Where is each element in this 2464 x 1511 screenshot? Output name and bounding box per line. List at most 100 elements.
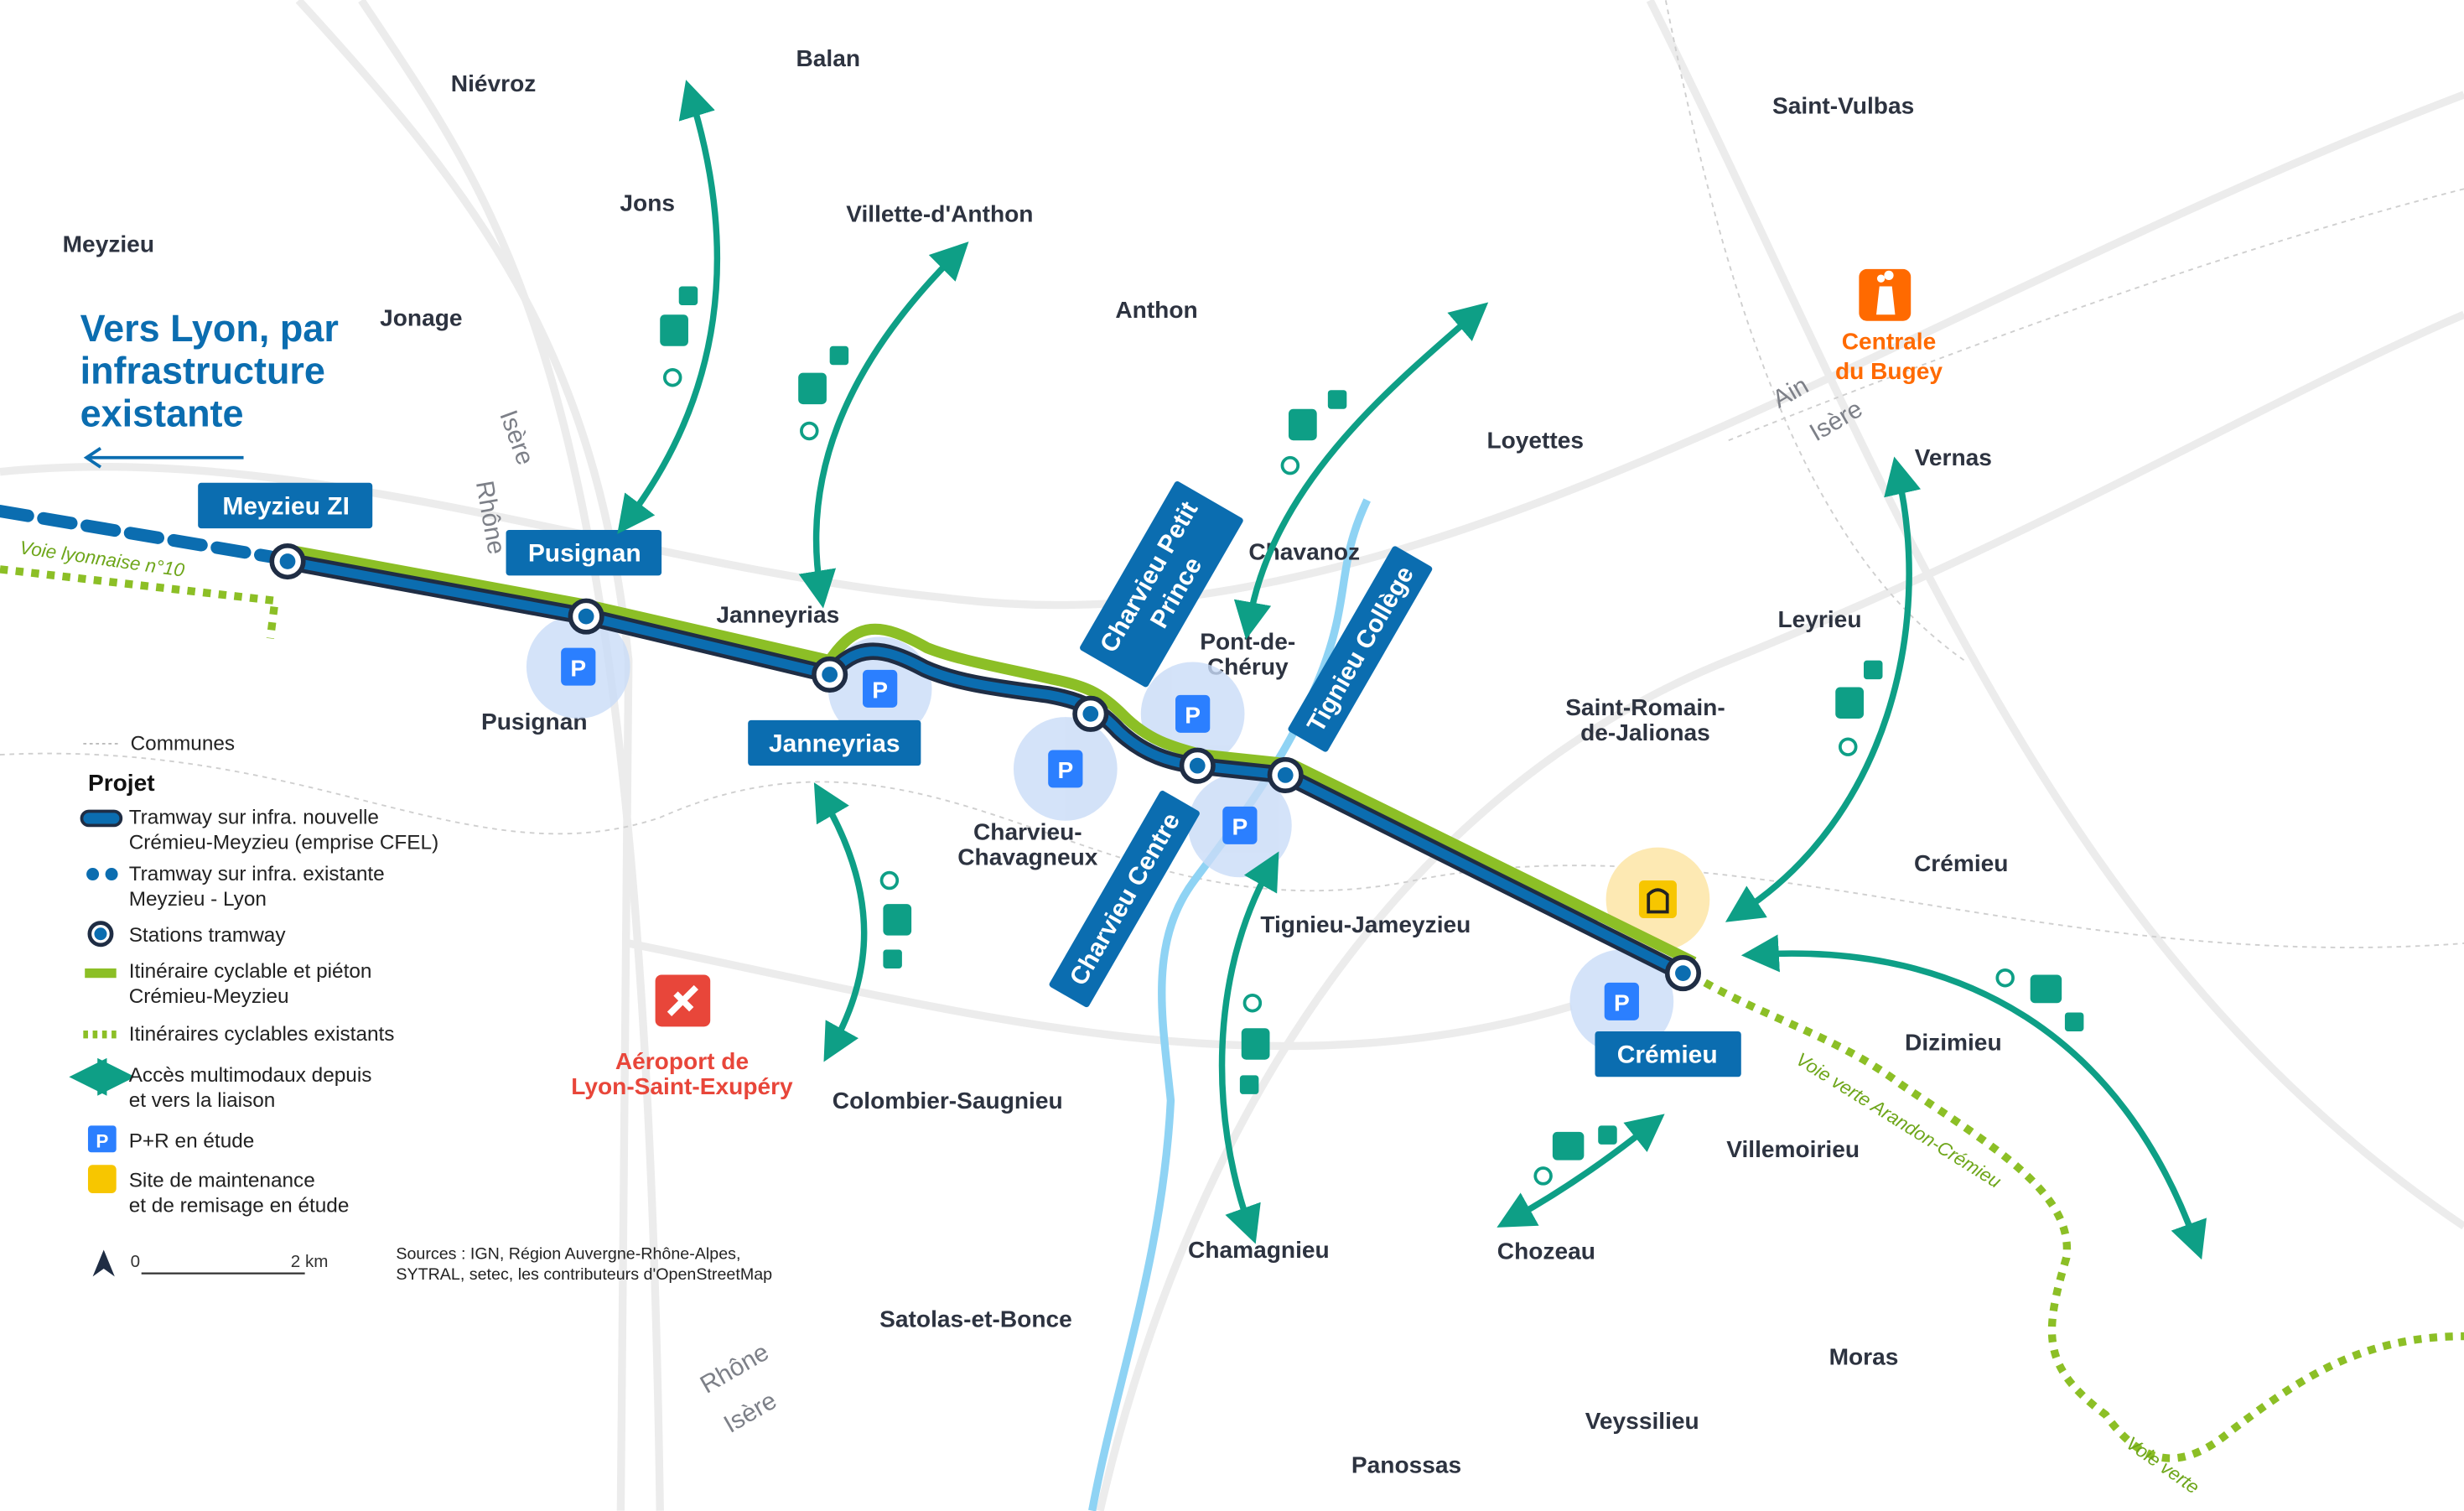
station-labels: Meyzieu ZI Pusignan Janneyrias Charvieu … xyxy=(198,480,1741,1077)
svg-text:Vers Lyon, par: Vers Lyon, par xyxy=(80,307,339,350)
commune-label: Chozeau xyxy=(1497,1238,1595,1264)
parking-icon: P xyxy=(1048,750,1083,788)
station-label: Pusignan xyxy=(528,540,641,568)
svg-text:P: P xyxy=(96,1131,108,1152)
svg-text:0: 0 xyxy=(131,1252,140,1271)
svg-text:Crémieu-Meyzieu (emprise CFEL): Crémieu-Meyzieu (emprise CFEL) xyxy=(129,832,439,854)
commune-label: Balan xyxy=(796,45,861,71)
car-icon xyxy=(1598,1125,1617,1145)
bus-icon xyxy=(883,904,912,936)
commune-label: Tignieu-Jameyzieu xyxy=(1260,911,1471,937)
commune-label: Jons xyxy=(620,190,675,216)
svg-text:2 km: 2 km xyxy=(291,1252,329,1271)
station-charvieu-petit-prince[interactable] xyxy=(1072,695,1109,732)
commune-label: Villette-d'Anthon xyxy=(846,201,1033,227)
transport-mode-icons xyxy=(660,286,2084,1186)
svg-text:infrastructure: infrastructure xyxy=(80,350,325,392)
svg-text:Tramway sur infra. nouvelle: Tramway sur infra. nouvelle xyxy=(129,807,379,829)
svg-text:Site de maintenance: Site de maintenance xyxy=(129,1170,315,1192)
commune-label: Janneyrias xyxy=(716,602,839,628)
svg-text:P: P xyxy=(1614,990,1630,1016)
bus-icon xyxy=(1288,408,1317,441)
tram-stations xyxy=(269,543,1701,992)
svg-text:et vers la liaison: et vers la liaison xyxy=(129,1089,276,1112)
station-janneyrias[interactable] xyxy=(812,656,848,693)
maintenance-icon xyxy=(1638,880,1677,918)
voie-lyonnaise-label: Voie lyonnaise n°10 xyxy=(18,537,186,580)
access-arrow xyxy=(798,241,969,609)
commune-label: Niévroz xyxy=(451,70,537,96)
station-meyzieu-zi[interactable] xyxy=(269,543,306,580)
bike-icon xyxy=(1995,968,2015,988)
commune-label: Dizimieu xyxy=(1905,1029,2002,1055)
plant-label: du Bugey xyxy=(1835,358,1943,384)
svg-text:P: P xyxy=(1185,703,1201,729)
commune-label: de-Jalionas xyxy=(1580,719,1710,745)
commune-label: Meyzieu xyxy=(63,231,154,257)
station-label: Meyzieu ZI xyxy=(222,492,350,520)
svg-text:P: P xyxy=(1057,757,1073,783)
station-label: Crémieu xyxy=(1617,1041,1718,1068)
commune-label: Chavagneux xyxy=(957,844,1098,870)
bus-icon xyxy=(1835,687,1864,719)
svg-text:Itinéraires cyclables existant: Itinéraires cyclables existants xyxy=(129,1023,395,1046)
car-icon xyxy=(829,345,849,366)
multimodal-access-arrows xyxy=(617,80,2207,1260)
parking-icon: P xyxy=(1222,806,1258,844)
parking-icon: P xyxy=(561,647,596,686)
station-label: Janneyrias xyxy=(769,730,900,757)
svg-text:Accès multimodaux depuis: Accès multimodaux depuis xyxy=(129,1064,372,1087)
station-pusignan[interactable] xyxy=(568,598,604,635)
commune-label: Saint-Vulbas xyxy=(1772,92,1914,118)
bike-icon xyxy=(800,421,819,441)
station-charvieu-centre[interactable] xyxy=(1179,747,1216,784)
airport-label: Lyon-Saint-Exupéry xyxy=(571,1073,793,1099)
commune-label: Veyssilieu xyxy=(1585,1408,1699,1434)
commune-label: Leyrieu xyxy=(1778,606,1862,632)
commune-label: Chamagnieu xyxy=(1188,1237,1330,1263)
tram-new-line xyxy=(286,553,1688,981)
river-label: Ain xyxy=(1768,371,1813,413)
tram-existing-line xyxy=(0,505,277,563)
access-arrow xyxy=(1233,302,1489,640)
parking-icons: P P P P P P xyxy=(561,647,1639,1020)
bus-icon xyxy=(1241,1028,1270,1060)
parking-icon: P xyxy=(1175,694,1211,733)
arrow-left-icon xyxy=(83,447,244,469)
bike-icon xyxy=(662,367,682,387)
commune-label: Anthon xyxy=(1115,297,1197,323)
access-arrow xyxy=(813,782,868,1062)
svg-text:P: P xyxy=(872,678,888,704)
voie-lyonnaise-route xyxy=(0,565,280,639)
legend-maintenance-icon xyxy=(87,1165,117,1194)
plant-label: Centrale xyxy=(1842,328,1936,354)
svg-text:Meyzieu - Lyon: Meyzieu - Lyon xyxy=(129,888,267,911)
svg-text:P+R en étude: P+R en étude xyxy=(129,1130,255,1153)
svg-text:Crémieu-Meyzieu: Crémieu-Meyzieu xyxy=(129,985,289,1008)
car-icon xyxy=(883,949,902,968)
north-arrow-icon xyxy=(92,1249,115,1277)
plant-poi: Centrale du Bugey xyxy=(1835,268,1943,384)
direction-lyon-note: Vers Lyon, par infrastructure existante xyxy=(80,307,339,469)
station-cremieu[interactable] xyxy=(1664,955,1701,992)
svg-text:Communes: Communes xyxy=(131,732,236,755)
car-icon xyxy=(678,286,698,305)
sources: Sources : IGN, Région Auvergne-Rhône-Alp… xyxy=(396,1245,772,1284)
voie-verte-route xyxy=(1703,979,2464,1462)
bus-icon xyxy=(2030,974,2062,1004)
commune-label: Vernas xyxy=(1915,444,1992,470)
car-icon xyxy=(1863,660,1883,680)
car-icon xyxy=(2064,1012,2084,1031)
bike-icon xyxy=(1839,737,1858,756)
svg-text:Itinéraire cyclable et piéton: Itinéraire cyclable et piéton xyxy=(129,960,372,983)
bus-icon xyxy=(1552,1131,1585,1161)
voie-verte-label: Voie verte xyxy=(2122,1432,2203,1498)
bus-icon xyxy=(798,372,827,405)
svg-text:Projet: Projet xyxy=(88,770,155,796)
commune-label: Charvieu- xyxy=(973,818,1082,844)
commune-label: Crémieu xyxy=(1914,850,2008,876)
parking-icon: P xyxy=(863,669,898,708)
svg-text:Sources : IGN, Région Auvergne: Sources : IGN, Région Auvergne-Rhône-Alp… xyxy=(396,1245,740,1264)
access-arrow xyxy=(1497,1114,1665,1228)
station-tignieu-college[interactable] xyxy=(1267,756,1304,793)
